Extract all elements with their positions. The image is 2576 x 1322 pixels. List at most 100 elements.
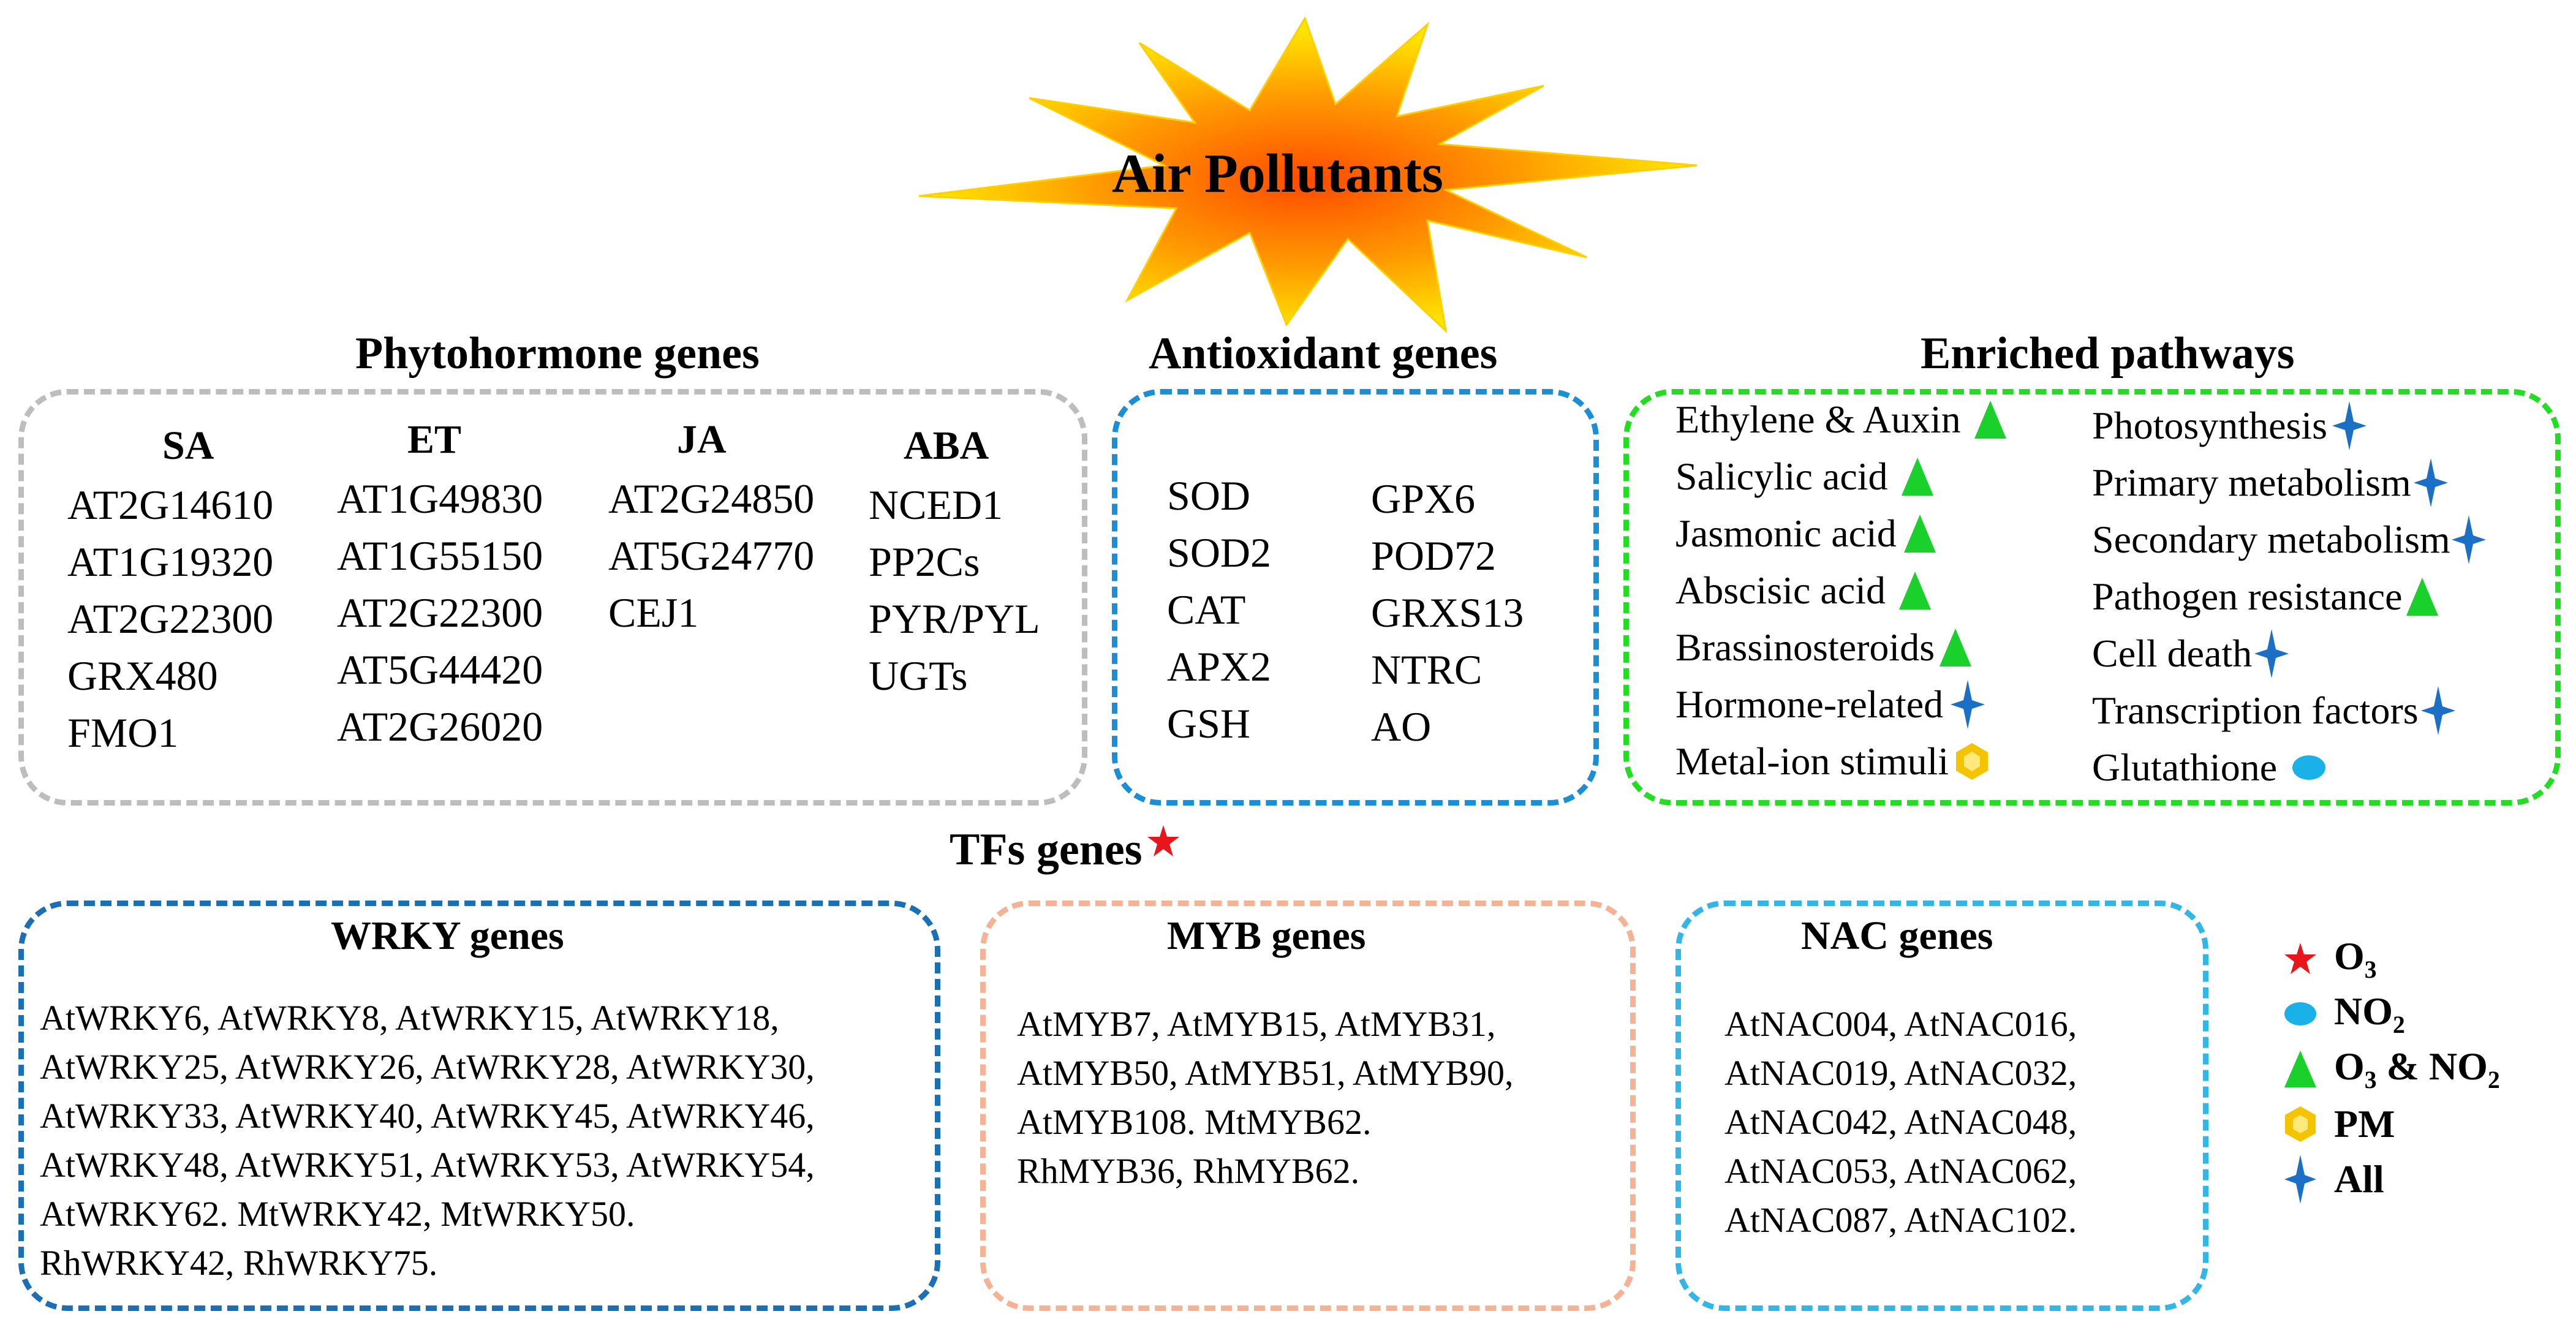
legend-item: O3 [2279,931,2500,986]
gene-line: AtWRKY25, AtWRKY26, AtWRKY28, AtWRKY30, [40,1047,815,1087]
pathway-item: Glutathione [2092,739,2487,796]
gene: UGTs [869,652,968,699]
pathway-item: Photosynthesis [2092,397,2487,454]
wrky-gene-list: AtWRKY6, AtWRKY8, AtWRKY15, AtWRKY18, At… [40,994,815,1288]
et-heading: ET [407,417,462,462]
legend-item: PM [2279,1097,2500,1152]
myb-gene-list: AtMYB7, AtMYB15, AtMYB31, AtMYB50, AtMYB… [1017,1000,1514,1196]
gene: AT5G44420 [337,646,543,693]
pathway-label: Brassinosteroids [1675,625,1935,669]
gene: AT5G24770 [608,532,815,579]
et-gene-list: AT1G49830 AT1G55150 AT2G22300 AT5G44420 … [337,470,543,755]
antioxidant-box [1112,389,1599,806]
pathway-item: Brassinosteroids [1675,619,2009,676]
gene: APX2 [1167,643,1272,690]
gene-line: RhWRKY42, RhWRKY75. [40,1243,438,1283]
gene-line: AtWRKY6, AtWRKY8, AtWRKY15, AtWRKY18, [40,998,779,1038]
gene: SOD2 [1167,529,1272,576]
pathway-label: Salicylic acid [1675,455,1888,498]
gene-line: AtMYB108. MtMYB62. [1017,1102,1372,1142]
pathway-label: Hormone-related [1675,682,1944,726]
pathway-item: Ethylene & Auxin [1675,391,2009,448]
pathway-label: Photosynthesis [2092,404,2328,447]
legend-label: O3 & NO2 [2334,1044,2500,1093]
gene: GRX480 [67,652,218,699]
phytohormone-title: Phytohormone genes [355,328,760,379]
legend-item: O3 & NO2 [2279,1041,2500,1097]
legend-label: PM [2334,1102,2395,1146]
gene: AT2G22300 [337,589,543,636]
red-star-icon [1147,825,1179,856]
antioxidant-col-1: SOD SOD2 CAT APX2 GSH [1167,467,1271,752]
sa-gene-list: AT2G14610 AT1G19320 AT2G22300 GRX480 FMO… [67,477,273,761]
aba-heading: ABA [904,423,989,468]
center-title: Air Pollutants [1112,143,1443,204]
gene: PYR/PYL [869,595,1040,642]
phytohormone-box [18,389,1087,806]
gene-line: AtNAC087, AtNAC102. [1724,1200,2077,1240]
four-point-star-icon [2254,629,2289,678]
aba-gene-list: NCED1 PP2Cs PYR/PYL UGTs [869,477,1040,704]
gene: AT1G49830 [337,475,543,522]
gene-line: AtNAC053, AtNAC062, [1724,1151,2077,1191]
pathway-label: Cell death [2092,632,2253,675]
pathway-item: Cell death [2092,625,2487,682]
triangle-icon [1903,514,1936,553]
nac-gene-list: AtNAC004, AtNAC016, AtNAC019, AtNAC032, … [1724,1000,2077,1245]
gene: NCED1 [869,482,1003,528]
pathway-item: Salicylic acid [1675,448,2009,505]
four-point-star-icon [2451,515,2486,564]
gene: AT2G14610 [67,482,274,528]
pathway-label: Transcription factors [2092,689,2419,732]
gene-line: AtMYB7, AtMYB15, AtMYB31, [1017,1004,1496,1044]
pathway-item: Abscisic acid [1675,562,2009,619]
four-point-star-icon [1951,679,1985,729]
gene: CEJ1 [608,589,699,636]
wrky-box [18,901,940,1311]
gene-line: AtMYB50, AtMYB51, AtMYB90, [1017,1053,1514,1093]
gene: GRXS13 [1371,589,1524,636]
four-point-star-icon [2332,401,2367,450]
nac-title: NAC genes [1801,913,1993,958]
gene-line: RhMYB36, RhMYB62. [1017,1151,1360,1191]
pathway-label: Abscisic acid [1675,568,1886,612]
legend-label: All [2334,1157,2384,1201]
gene: POD72 [1371,532,1497,579]
gene-line: AtNAC019, AtNAC032, [1724,1053,2077,1093]
gene: GSH [1167,700,1251,747]
gene: AO [1371,703,1432,750]
legend-item: All [2279,1152,2500,1207]
myb-box [980,901,1636,1311]
pathway-item: Pathogen resistance [2092,568,2487,625]
pathway-label: Metal-ion stimuli [1675,739,1949,783]
pathway-item: Primary metabolism [2092,454,2487,511]
enriched-title: Enriched pathways [1921,328,2295,379]
legend-label: NO2 [2334,989,2405,1038]
gene: GPX6 [1371,475,1476,522]
gene: AT1G19320 [67,538,274,585]
gene: CAT [1167,586,1246,633]
ja-gene-list: AT2G24850 AT5G24770 CEJ1 [608,470,814,641]
gene: SOD [1167,472,1251,519]
pathway-item: Transcription factors [2092,682,2487,739]
triangle-icon [1901,457,1933,496]
gene: FMO1 [67,709,179,756]
pathway-item: Jasmonic acid [1675,505,2009,562]
pathway-label: Ethylene & Auxin [1675,398,1961,441]
gene: AT1G55150 [337,532,543,579]
sa-heading: SA [162,423,214,468]
legend-item: NO2 [2279,986,2500,1041]
air-pollutants-burst [918,16,1698,334]
red-star-icon [2284,943,2316,974]
triangle-icon [2284,1051,2316,1087]
nac-box [1675,901,2208,1311]
triangle-icon [1899,571,1931,610]
tfs-title: TFs genes [950,824,1180,876]
gene-line: AtWRKY62. MtWRKY42, MtWRKY50. [40,1194,635,1234]
gene-line: AtWRKY33, AtWRKY40, AtWRKY45, AtWRKY46, [40,1096,815,1136]
burst-shape [918,16,1698,334]
pathway-label: Jasmonic acid [1675,512,1897,555]
pathways-right-list: Photosynthesis Primary metabolism Second… [2092,397,2487,796]
pathway-label: Pathogen resistance [2092,575,2403,618]
triangle-icon [2406,577,2438,616]
